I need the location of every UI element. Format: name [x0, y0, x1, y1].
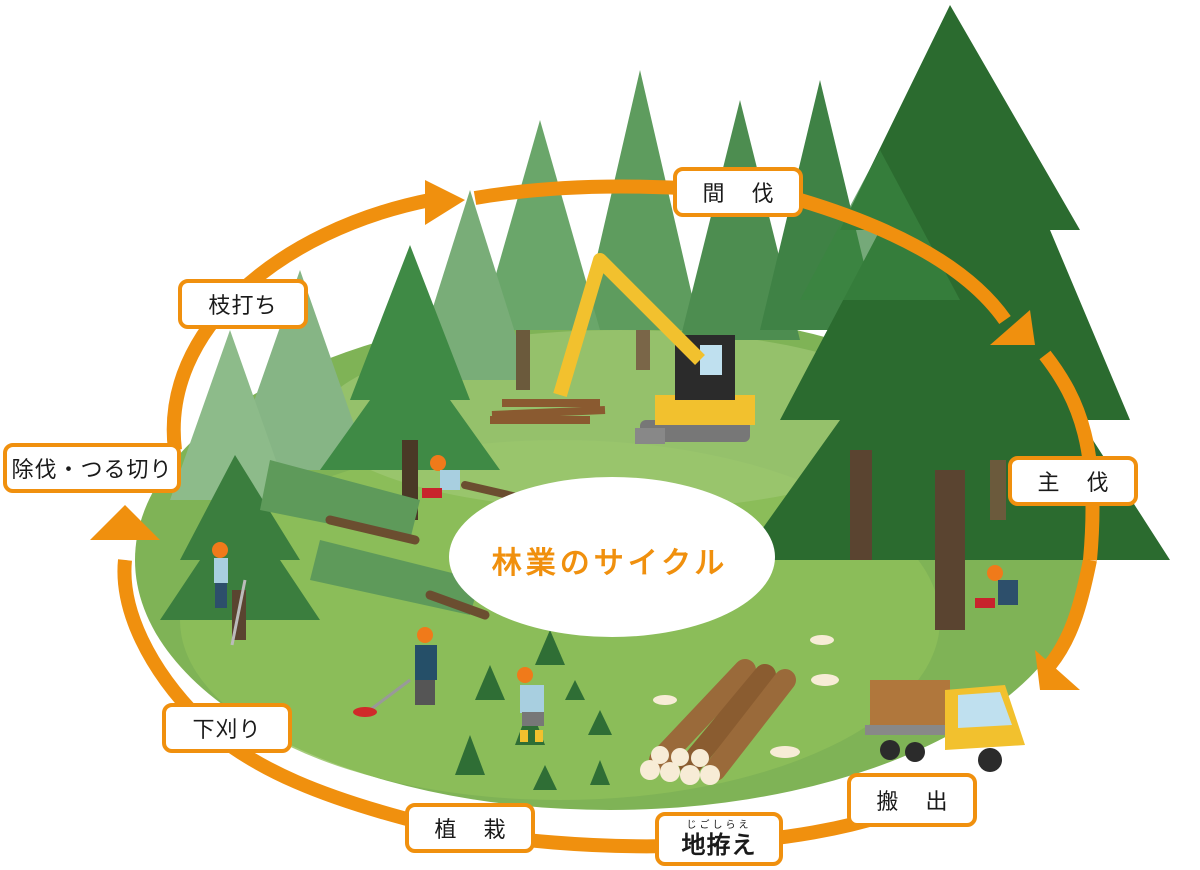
arrow-head-right-bottom	[1035, 650, 1080, 690]
log-truck-icon	[865, 680, 1025, 772]
felled-trees	[260, 460, 534, 620]
stage-label-shitagari: 下刈り	[162, 703, 292, 753]
workers	[212, 455, 1018, 742]
arrow-head-left	[90, 505, 160, 540]
stage-label-kanbatsu: 間 伐	[673, 167, 803, 217]
stage-label-jigoshirae: じごしらえ 地拵え	[655, 812, 783, 866]
stage-label-edauchi: 枝打ち	[178, 279, 308, 329]
worker-chainsaw-thinning	[422, 455, 460, 498]
worker-pruning	[212, 542, 247, 646]
stage-label-jobatsu: 除伐・つる切り	[3, 443, 181, 493]
stage-label-shokusai: 植 栽	[405, 803, 535, 853]
cycle-arrowheads	[90, 180, 1080, 690]
worker-chainsaw-felling	[975, 565, 1018, 608]
worker-brushcutter	[353, 627, 437, 717]
stage-label-shubatsu: 主 伐	[1008, 456, 1138, 506]
stage-label-jigoshirae-text: 地拵え	[681, 831, 757, 859]
center-ellipse	[449, 477, 775, 637]
log-pile-icon	[640, 635, 839, 785]
stage-label-jigoshirae-ruby: じごしらえ	[686, 820, 752, 831]
worker-planting	[517, 667, 544, 742]
arrow-head-top	[425, 180, 465, 225]
stage-label-hanshutsu: 搬 出	[847, 773, 977, 827]
excavator-icon	[490, 253, 755, 444]
cycle-title: 林業のサイクル	[491, 546, 729, 581]
arrow-head-right-top	[990, 310, 1035, 345]
